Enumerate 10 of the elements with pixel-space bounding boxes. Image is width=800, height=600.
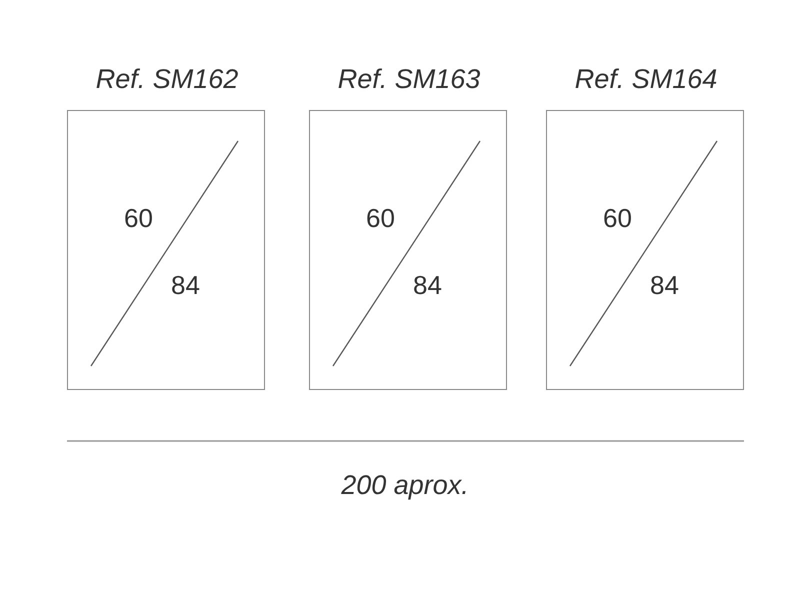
dimension-value: 84 bbox=[413, 270, 442, 300]
dimension-label: 200 aprox. bbox=[340, 469, 470, 502]
reference-label: Ref. SM164 bbox=[574, 63, 718, 96]
dimension-value: 60 bbox=[124, 203, 153, 233]
dimension-value: 60 bbox=[603, 203, 632, 233]
reference-label: Ref. SM163 bbox=[336, 63, 482, 96]
reference-label: Ref. SM162 bbox=[94, 63, 240, 96]
dimension-value: 60 bbox=[366, 203, 395, 233]
dimension-value: 84 bbox=[171, 270, 200, 300]
dimension-value: 84 bbox=[650, 270, 679, 300]
